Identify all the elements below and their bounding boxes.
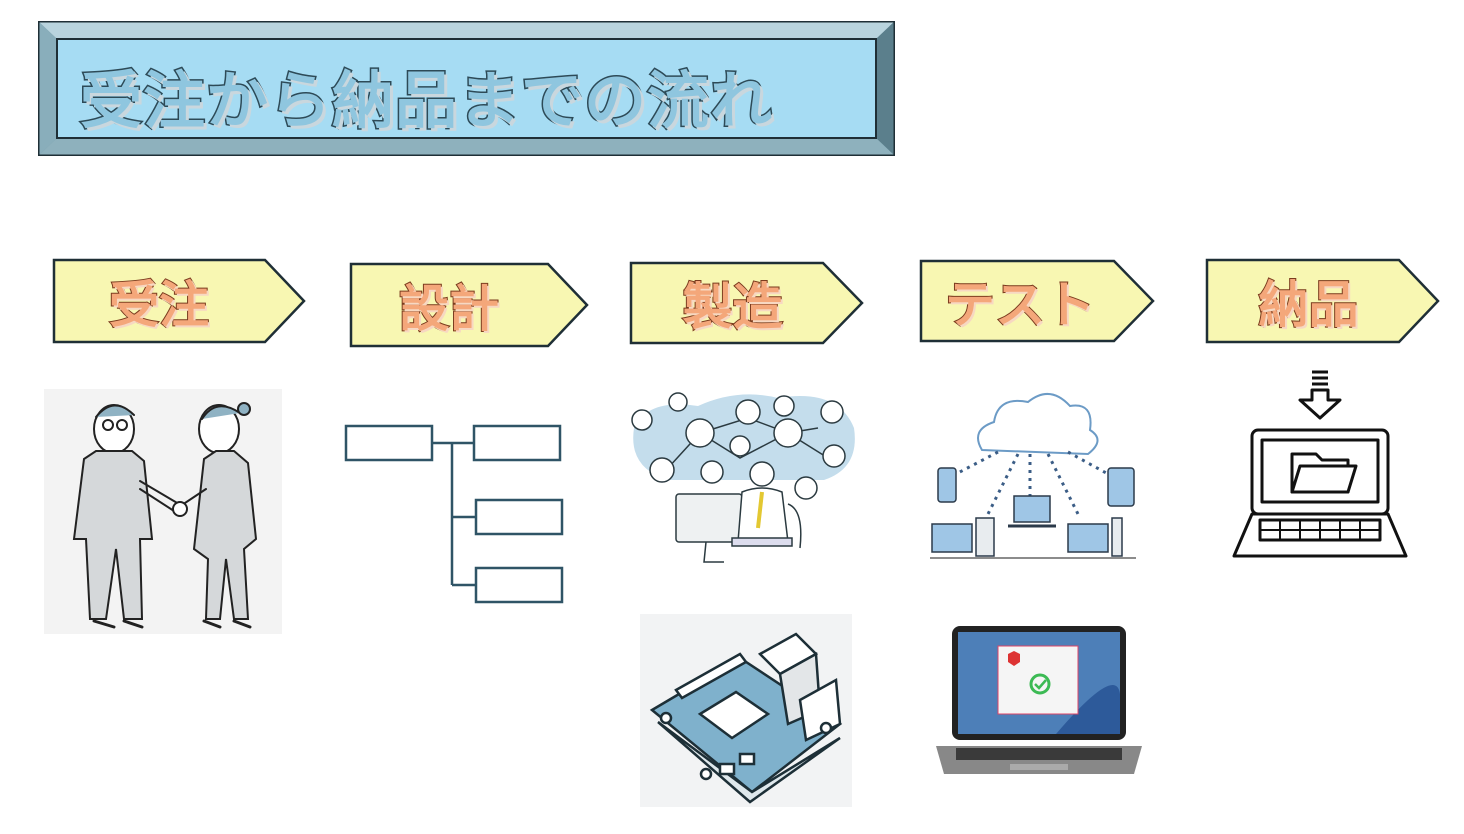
download-laptop-icon [1230,370,1410,564]
step-manufacturing: 製造 [629,261,864,345]
title-banner [36,19,897,158]
cloud-network-illustration [928,388,1138,560]
step-order: 受注 [52,258,306,344]
step-design: 設計 [349,262,589,348]
tree-diagram [340,420,570,610]
step-label: 製造 [682,277,784,337]
engineer-network-illustration [628,388,860,568]
step-test: テスト [919,259,1155,343]
circuit-board-illustration [640,614,852,807]
page-title: 受注から納品までの流れ [78,63,774,139]
step-delivery: 納品 [1205,258,1440,344]
step-label: 受注 [108,275,210,335]
step-label: テスト [944,275,1096,335]
step-label: 納品 [1258,275,1360,335]
handshake-illustration [44,389,282,634]
step-label: 設計 [398,279,500,339]
laptop-security-illustration [936,624,1142,778]
